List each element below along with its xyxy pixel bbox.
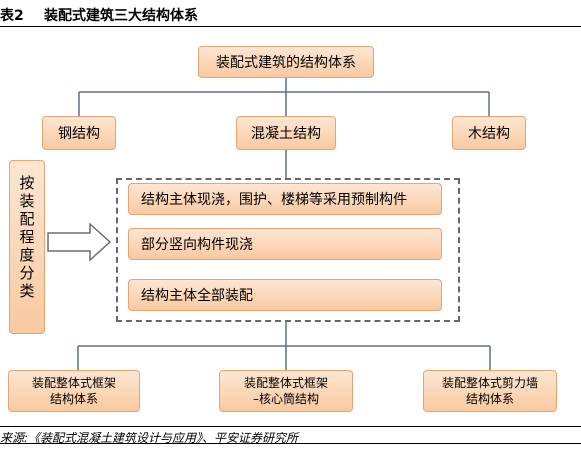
arrow-right-icon <box>47 222 112 262</box>
source-note: 来源:《装配式混凝土建筑设计与应用》、平安证券研究所 <box>0 431 299 445</box>
assembly-degree-group <box>116 178 460 322</box>
shear-wall-system-node: 装配整体式剪力墙 结构体系 <box>423 370 557 412</box>
degree-option-2: 部分竖向构件现浇 <box>128 228 442 260</box>
frame-core-tube-node: 装配整体式框架 –核心筒结构 <box>219 370 353 412</box>
figure-header: 表2 装配式建筑三大结构体系 <box>0 0 581 26</box>
degree-option-1: 结构主体现浇，围护、楼梯等采用预制构件 <box>128 183 442 215</box>
degree-option-3: 结构主体全部装配 <box>128 279 442 311</box>
figure-title: 装配式建筑三大结构体系 <box>44 8 198 24</box>
figure-number: 表2 <box>0 8 24 24</box>
bottom-rule-2 <box>0 443 581 444</box>
frame-system-node: 装配整体式框架 结构体系 <box>8 370 140 412</box>
top-node: 装配式建筑的结构体系 <box>198 46 374 78</box>
classification-text: 按装配程度分类 <box>17 175 36 301</box>
bottom-rule <box>0 426 581 427</box>
top-rule <box>0 26 581 27</box>
steel-structure-node: 钢结构 <box>42 116 116 150</box>
wood-structure-node: 木结构 <box>452 116 526 150</box>
concrete-structure-node: 混凝土结构 <box>236 116 336 150</box>
classification-label: 按装配程度分类 <box>9 160 45 334</box>
